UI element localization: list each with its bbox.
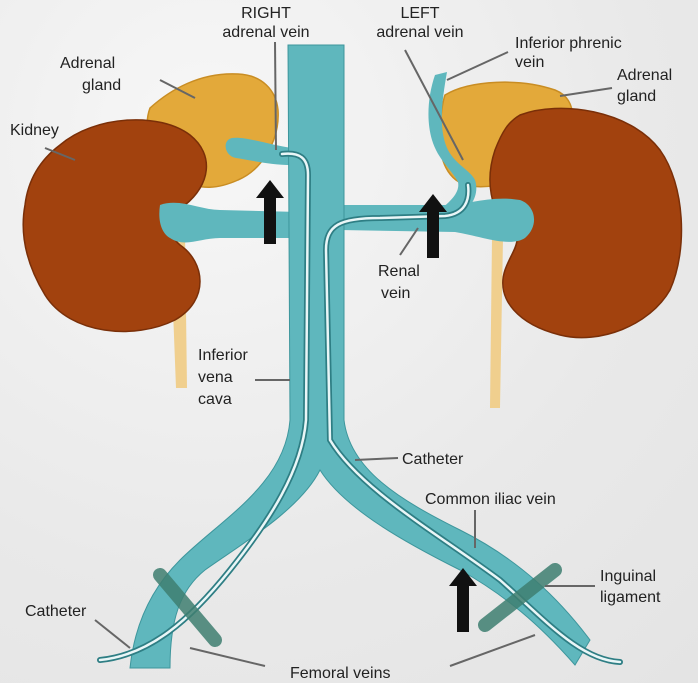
label-adrenal-left-1: Adrenal [617, 67, 672, 84]
label-inferior-phrenic-1: Inferior phrenic [515, 35, 622, 52]
label-left-adrenal-2: adrenal vein [376, 24, 463, 41]
label-common-iliac: Common iliac vein [425, 491, 556, 508]
label-renal-vein-2: vein [381, 285, 410, 302]
label-right-adrenal-2: adrenal vein [222, 24, 309, 41]
label-inferior-phrenic-2: vein [515, 54, 544, 71]
renal-vein-right [159, 203, 300, 243]
label-inguinal-1: Inguinal [600, 568, 656, 585]
label-right-adrenal-1: RIGHT [241, 5, 291, 22]
label-adrenal-right-1: Adrenal [60, 55, 115, 72]
label-catheter-left: Catheter [25, 603, 87, 620]
label-adrenal-left-2: gland [617, 88, 656, 105]
label-ivc-2: vena [198, 369, 233, 386]
label-inguinal-2: ligament [600, 589, 661, 606]
label-catheter-mid: Catheter [402, 451, 464, 468]
ureter-left [490, 238, 503, 408]
label-left-adrenal-1: LEFT [400, 5, 439, 22]
label-ivc-3: cava [198, 391, 232, 408]
label-ivc-1: Inferior [198, 347, 248, 364]
label-kidney: Kidney [10, 122, 59, 139]
label-femoral-veins: Femoral veins [290, 665, 390, 682]
label-adrenal-right-2: gland [82, 77, 121, 94]
label-renal-vein-1: Renal [378, 263, 420, 280]
